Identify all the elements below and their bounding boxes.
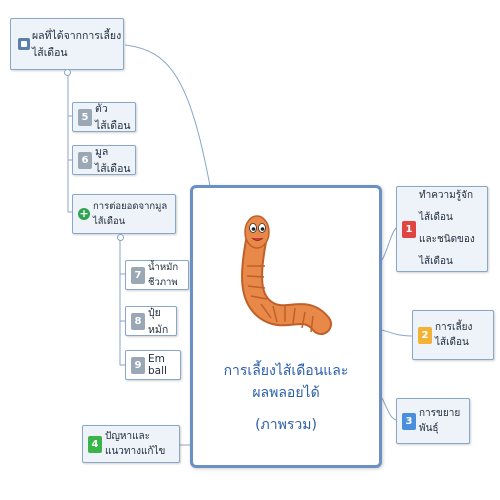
topic-8-number-badge: 8 xyxy=(131,312,145,330)
topic-7-label: น้ำหมักชีวภาพ xyxy=(148,262,179,288)
topic-6-number-badge: 6 xyxy=(78,151,92,169)
topic-3-number-badge: 3 xyxy=(402,412,416,430)
collapse-toggle-root[interactable] xyxy=(64,69,71,76)
topic-1-label: ทำความรู้จักไส้เดือน และชนิดของไส้เดือน xyxy=(419,185,487,273)
plus-icon: + xyxy=(78,207,90,220)
topic-1[interactable]: 1 ทำความรู้จักไส้เดือน และชนิดของไส้เดือ… xyxy=(396,186,488,272)
topic-4-label: ปัญหาและแนวทางแก้ไข xyxy=(105,431,166,457)
earthworm-illustration xyxy=(241,215,332,335)
topic-2-label: การเลี้ยงไส้เดือน xyxy=(435,322,473,348)
central-title: การเลี้ยงไส้เดือนและผลพลอยได้ xyxy=(223,363,349,401)
connector-branch-derived xyxy=(67,160,72,213)
topic-2-number-badge: 2 xyxy=(418,326,432,344)
derived-topic-label: การต่อยอดจากมูลไส้เดือน xyxy=(93,201,168,227)
connector-central-to-3 xyxy=(381,397,397,421)
topic-7-number-badge: 7 xyxy=(131,266,145,284)
topic-1-label-line1: ทำความรู้จักไส้เดือน xyxy=(419,190,474,223)
mindmap-icon xyxy=(18,38,30,50)
topic-8[interactable]: 8 ปุ๋ยหมัก xyxy=(125,306,177,336)
topic-6-label: มูลไส้เดือน xyxy=(95,146,131,175)
topic-5-label: ตัวไส้เดือน xyxy=(95,103,131,132)
topic-7[interactable]: 7 น้ำหมักชีวภาพ xyxy=(125,260,189,290)
root-topic[interactable]: ผลที่ได้จากการเลี้ยงไส้เดือน xyxy=(10,18,124,70)
central-topic[interactable]: การเลี้ยงไส้เดือนและผลพลอยได้ (ภาพรวม) xyxy=(190,185,382,468)
topic-8-label: ปุ๋ยหมัก xyxy=(148,307,169,336)
topic-9[interactable]: 9 Em ball xyxy=(125,350,181,380)
root-topic-label: ผลที่ได้จากการเลี้ยงไส้เดือน xyxy=(32,30,122,59)
topic-5[interactable]: 5 ตัวไส้เดือน xyxy=(72,102,136,132)
connector-central-to-1 xyxy=(381,227,397,261)
topic-4-number-badge: 4 xyxy=(88,435,102,453)
topic-6[interactable]: 6 มูลไส้เดือน xyxy=(72,145,136,175)
central-subtitle: (ภาพรวม) xyxy=(255,417,317,433)
connector-central-to-2 xyxy=(381,329,413,337)
topic-5-number-badge: 5 xyxy=(78,108,92,126)
topic-9-number-badge: 9 xyxy=(131,356,145,374)
topic-3-label: การขยายพันธุ์ xyxy=(419,408,461,434)
topic-2[interactable]: 2 การเลี้ยงไส้เดือน xyxy=(412,310,494,360)
topic-9-label: Em ball xyxy=(148,353,167,377)
collapse-toggle-derived[interactable] xyxy=(117,234,124,241)
topic-3[interactable]: 3 การขยายพันธุ์ xyxy=(396,398,470,444)
connector-root-to-central xyxy=(124,44,211,187)
topic-1-label-line2: และชนิดของไส้เดือน xyxy=(419,234,475,267)
topic-4[interactable]: 4 ปัญหาและแนวทางแก้ไข xyxy=(82,425,180,463)
connector-branch-9 xyxy=(119,321,125,366)
topic-1-number-badge: 1 xyxy=(402,220,416,238)
derived-topic[interactable]: + การต่อยอดจากมูลไส้เดือน xyxy=(72,194,176,234)
